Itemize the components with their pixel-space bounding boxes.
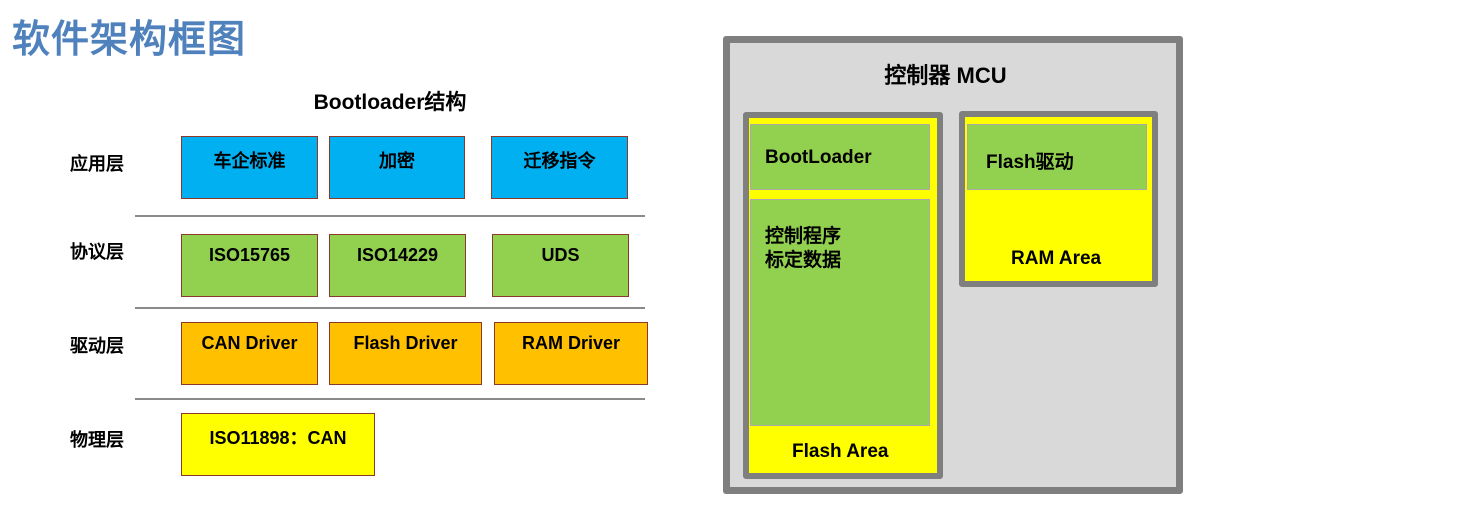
physical-box-iso11898-can: ISO11898：CAN: [181, 413, 375, 476]
protocol-box-iso14229: ISO14229: [329, 234, 466, 297]
layer-label-application: 应用层: [70, 154, 124, 174]
app-box-oem-standard: 车企标准: [181, 136, 318, 199]
mcu-title: 控制器 MCU: [884, 63, 1007, 88]
driver-box-ram: RAM Driver: [494, 322, 648, 385]
control-program-label: 控制程序: [765, 226, 842, 247]
protocol-box-uds: UDS: [492, 234, 629, 297]
flash-driver-block-label: Flash驱动: [986, 152, 1074, 173]
driver-box-can: CAN Driver: [181, 322, 318, 385]
app-box-migration-command: 迁移指令: [491, 136, 628, 199]
ram-area-label: RAM Area: [1011, 248, 1102, 269]
application-block: [750, 199, 930, 426]
layer-label-physical: 物理层: [70, 430, 124, 450]
app-box-encryption: 加密: [329, 136, 465, 199]
calibration-data-label: 标定数据: [765, 250, 842, 271]
flash-area-label: Flash Area: [792, 441, 889, 462]
layer-divider: [135, 307, 645, 309]
bootloader-structure-title: Bootloader结构: [313, 91, 467, 114]
layer-divider: [135, 398, 645, 400]
bootloader-block-label: BootLoader: [765, 147, 872, 168]
flash-driver-block: [967, 124, 1147, 190]
protocol-box-iso15765: ISO15765: [181, 234, 318, 297]
bootloader-block: [750, 124, 930, 190]
page-title: 软件架构框图: [12, 17, 247, 61]
layer-label-protocol: 协议层: [70, 242, 124, 262]
driver-box-flash: Flash Driver: [329, 322, 482, 385]
layer-divider: [135, 215, 645, 217]
layer-label-driver: 驱动层: [70, 336, 124, 356]
